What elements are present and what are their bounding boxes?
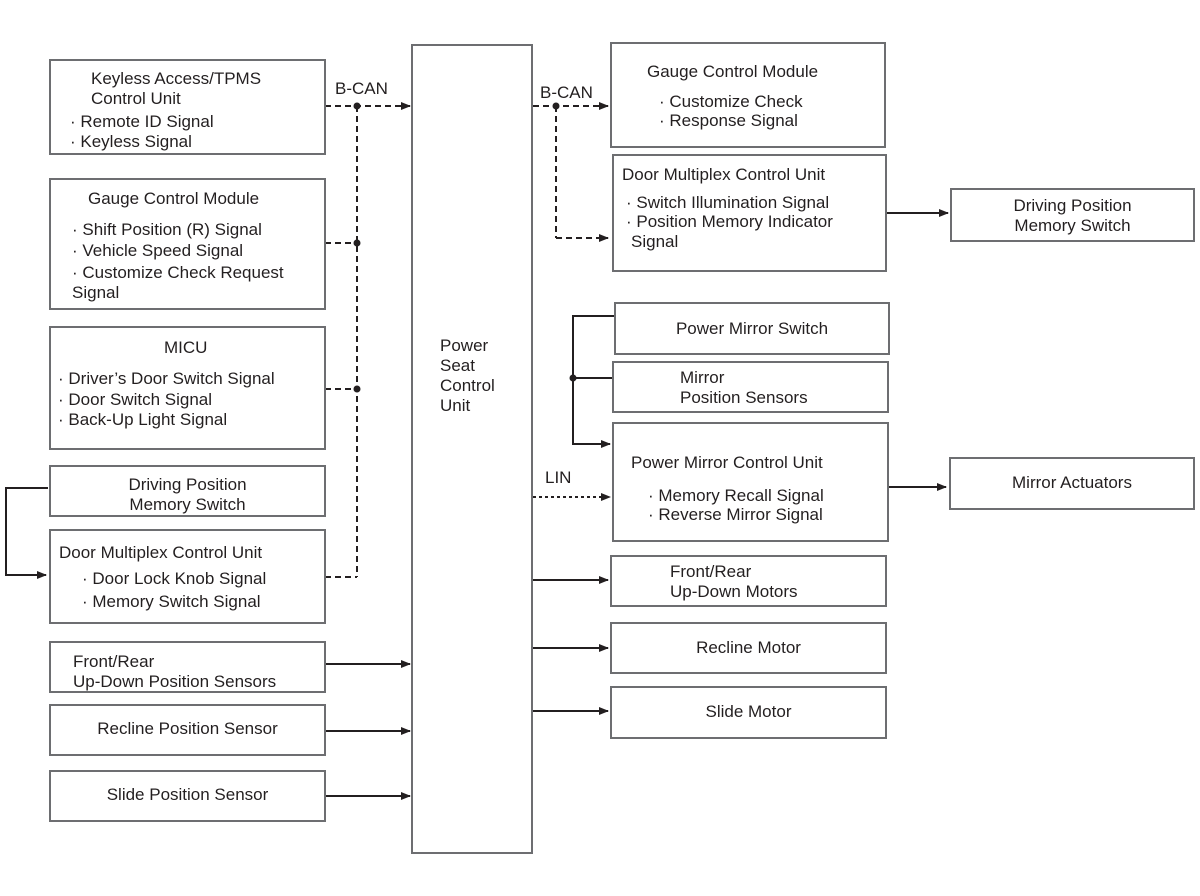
gauge-out-signal-1: · Customize Check <box>659 92 803 111</box>
junction-dots <box>353 102 577 393</box>
pmcu-signal-2: · Reverse Mirror Signal <box>648 505 823 524</box>
dmcu-in-title: Door Multiplex Control Unit <box>59 543 263 562</box>
mirror-position-sensors-box: Mirror Position Sensors <box>612 361 889 413</box>
b-can-bus-left <box>325 102 411 578</box>
micu-signal-2: · Door Switch Signal <box>58 390 213 409</box>
updown-motors-line-1: Front/Rear <box>670 562 752 581</box>
mirror-bracket-line <box>572 315 614 448</box>
micu-box: MICU · Driver’s Door Switch Signal · Doo… <box>49 326 326 450</box>
dmcu-out-signal-2b: Signal <box>631 232 679 251</box>
mirror-actuators-box: Mirror Actuators <box>949 457 1195 510</box>
gauge-in-signal-1: · Shift Position (R) Signal <box>72 220 262 239</box>
updown-motors-line-2: Up-Down Motors <box>670 582 798 601</box>
center-line-3: Control <box>440 376 495 395</box>
power-seat-control-unit-box: Power Seat Control Unit <box>411 44 533 854</box>
driving-position-memory-switch-out-box: Driving Position Memory Switch <box>950 188 1195 242</box>
dmcu-out-signal-1: · Switch Illumination Signal <box>626 193 830 212</box>
dps-to-dmcu-line <box>5 487 48 579</box>
center-line-1: Power <box>440 336 489 355</box>
center-line-2: Seat <box>440 356 475 375</box>
b-can-bus-right <box>533 102 609 242</box>
dmcu-out-title: Door Multiplex Control Unit <box>622 165 826 184</box>
gauge-in-title: Gauge Control Module <box>88 189 260 208</box>
mirror-sensors-line-1: Mirror <box>680 368 725 387</box>
keyless-signal-1: · Remote ID Signal <box>70 112 214 131</box>
dps-out-line-2: Memory Switch <box>1014 216 1131 235</box>
b-can-label-right: B-CAN <box>540 83 593 102</box>
dmcu-in-signal-1: · Door Lock Knob Signal <box>82 569 267 588</box>
keyless-title: Keyless Access/TPMS <box>91 69 262 88</box>
keyless-signal-2: · Keyless Signal <box>70 132 192 151</box>
front-rear-updown-motors-box: Front/Rear Up-Down Motors <box>610 555 887 607</box>
slide-position-sensor-box: Slide Position Sensor <box>49 770 326 822</box>
mirror-sensors-line-2: Position Sensors <box>680 388 808 407</box>
slide-motor-box: Slide Motor <box>610 686 887 739</box>
micu-title: MICU <box>164 338 208 357</box>
dps-out-line-1: Driving Position <box>1013 196 1132 215</box>
recline-sensor-label: Recline Position Sensor <box>97 719 278 738</box>
driving-position-memory-switch-in-box: Driving Position Memory Switch <box>49 465 326 517</box>
front-rear-updown-position-sensors-box: Front/Rear Up-Down Position Sensors <box>49 641 326 693</box>
door-multiplex-control-unit-in-box: Door Multiplex Control Unit · Door Lock … <box>49 529 326 624</box>
gauge-out-signal-2: · Response Signal <box>659 111 798 130</box>
b-can-label-left: B-CAN <box>335 79 388 98</box>
mirror-actuators-label: Mirror Actuators <box>1012 473 1132 492</box>
updown-sensors-line-1: Front/Rear <box>73 652 155 671</box>
updown-sensors-line-2: Up-Down Position Sensors <box>73 672 277 691</box>
gauge-control-module-in-box: Gauge Control Module · Shift Position (R… <box>49 178 326 310</box>
recline-motor-label: Recline Motor <box>696 638 801 657</box>
slide-sensor-label: Slide Position Sensor <box>106 785 269 804</box>
center-line-4: Unit <box>440 396 471 415</box>
micu-signal-3: · Back-Up Light Signal <box>58 410 228 429</box>
recline-position-sensor-box: Recline Position Sensor <box>49 704 326 756</box>
pmcu-signal-1: · Memory Recall Signal <box>648 486 824 505</box>
dps-in-line-1: Driving Position <box>128 475 247 494</box>
gauge-control-module-out-box: Gauge Control Module · Customize Check ·… <box>610 42 886 148</box>
dps-in-line-2: Memory Switch <box>129 495 246 514</box>
slide-motor-label: Slide Motor <box>705 702 792 721</box>
gauge-in-signal-3b: Signal <box>72 283 120 302</box>
keyless-access-tpms-box: Keyless Access/TPMS Control Unit · Remot… <box>49 59 326 155</box>
gauge-in-signal-3: · Customize Check Request <box>72 263 284 282</box>
pmcu-title: Power Mirror Control Unit <box>631 453 823 472</box>
gauge-in-signal-2: · Vehicle Speed Signal <box>72 241 244 260</box>
power-mirror-switch-box: Power Mirror Switch <box>614 302 890 355</box>
gauge-out-title: Gauge Control Module <box>647 62 819 81</box>
pm-switch-label: Power Mirror Switch <box>675 319 829 338</box>
keyless-title-2: Control Unit <box>91 89 181 108</box>
dmcu-in-signal-2: · Memory Switch Signal <box>82 592 261 611</box>
micu-signal-1: · Driver’s Door Switch Signal <box>58 369 275 388</box>
lin-label: LIN <box>545 468 572 487</box>
power-mirror-control-unit-box: Power Mirror Control Unit · Memory Recal… <box>612 422 889 542</box>
door-multiplex-control-unit-out-box: Door Multiplex Control Unit · Switch Ill… <box>612 154 887 272</box>
dmcu-out-signal-2: · Position Memory Indicator <box>626 212 833 231</box>
recline-motor-box: Recline Motor <box>610 622 887 674</box>
